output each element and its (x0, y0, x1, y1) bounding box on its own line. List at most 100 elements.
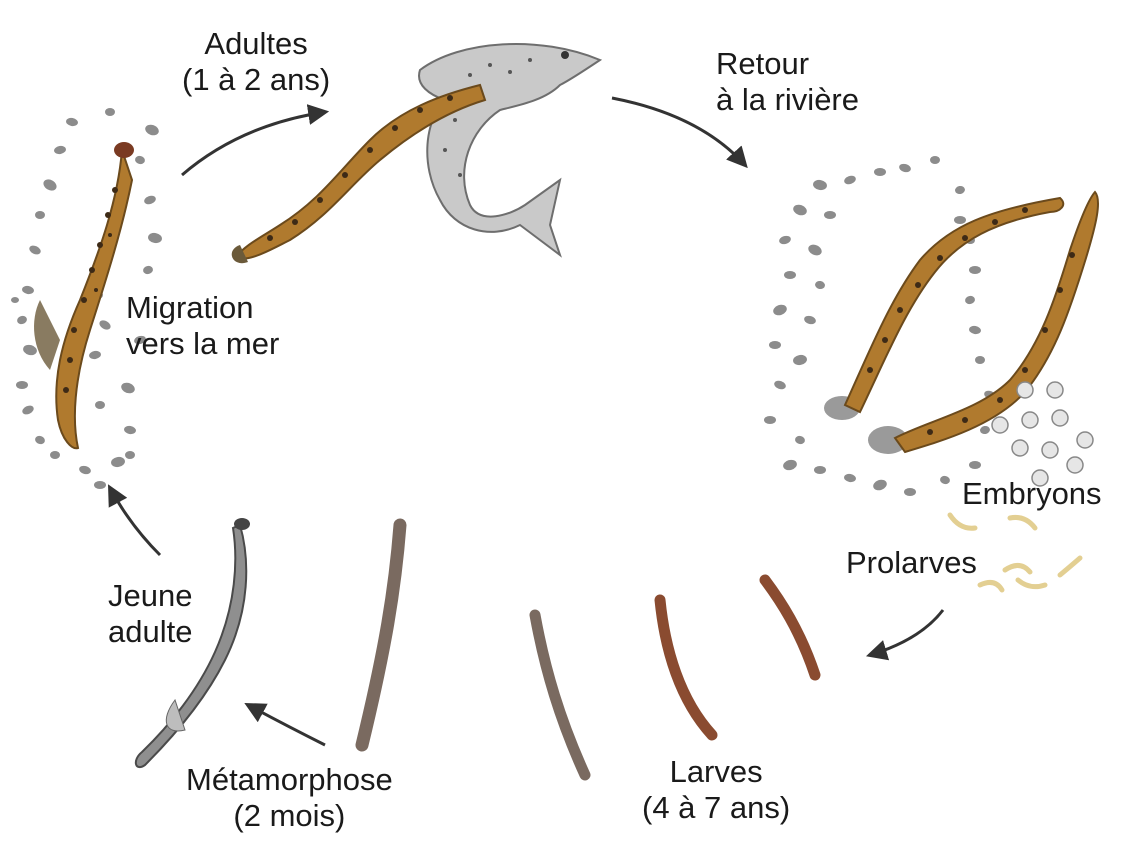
pebble (11, 297, 19, 303)
pebble (21, 404, 35, 416)
pebble (964, 295, 976, 305)
pebble (34, 435, 46, 446)
pebble (904, 488, 916, 496)
arrow-to-adult (182, 112, 325, 175)
label-metamorphose: Métamorphose (2 mois) (186, 762, 393, 834)
pebble (874, 168, 886, 176)
larva-3 (535, 615, 585, 775)
pebble (53, 145, 66, 155)
pebble (120, 381, 137, 395)
pebble (843, 174, 857, 186)
pebble (969, 266, 981, 274)
pebble (144, 123, 161, 137)
label-retour-line2: à la rivière (716, 82, 859, 118)
pebble (21, 285, 34, 295)
embryo-egg (1012, 440, 1028, 456)
pebble (95, 401, 105, 409)
pebble (969, 461, 981, 469)
embryo-egg (1042, 442, 1058, 458)
pebble (125, 451, 135, 459)
embryo-egg (992, 417, 1008, 433)
pebble (88, 350, 101, 360)
pebble (898, 163, 912, 174)
pebble (78, 465, 92, 476)
pebble (764, 416, 776, 424)
pebble (814, 280, 825, 290)
label-embryons: Embryons (962, 476, 1102, 512)
pebble (142, 265, 154, 275)
pebble (98, 319, 112, 332)
label-migration-line1: Migration (126, 290, 279, 326)
host-trout (419, 44, 600, 255)
embryo-egg (1067, 457, 1083, 473)
pebble (812, 179, 828, 191)
label-retour: Retour à la rivière (716, 46, 859, 118)
embryo-egg (1047, 382, 1063, 398)
pebble (794, 435, 806, 445)
pebble (143, 194, 157, 206)
label-larves: Larves (4 à 7 ans) (642, 754, 790, 826)
label-prolarves-line1: Prolarves (846, 545, 977, 581)
pebble (105, 108, 115, 116)
pebble (792, 203, 809, 217)
cycle-arrows (110, 98, 943, 745)
pebble (954, 216, 966, 224)
label-retour-line1: Retour (716, 46, 859, 82)
pebble (792, 354, 808, 366)
embryo-egg (1052, 410, 1068, 426)
pebble (807, 243, 824, 258)
pebble (772, 303, 789, 317)
label-migration-line2: vers la mer (126, 326, 279, 362)
pebble (939, 475, 951, 485)
pebble (123, 425, 136, 435)
label-prolarves: Prolarves (846, 545, 977, 581)
label-adultes-line1: Adultes (182, 26, 330, 62)
pebble (110, 456, 126, 468)
pebble (147, 232, 163, 244)
pebble (35, 211, 45, 219)
pebble (28, 244, 42, 256)
pebble (50, 451, 60, 459)
label-metamorphose-line2: (2 mois) (186, 798, 393, 834)
pebble (769, 341, 781, 349)
pebble (979, 425, 990, 435)
pebble (968, 325, 981, 335)
label-embryons-line1: Embryons (962, 476, 1102, 512)
pebble (773, 379, 787, 391)
label-larves-line1: Larves (642, 754, 790, 790)
label-adultes-line2: (1 à 2 ans) (182, 62, 330, 98)
label-larves-line2: (4 à 7 ans) (642, 790, 790, 826)
pebble (778, 235, 792, 246)
larva-4 (362, 525, 400, 745)
larva-1 (765, 580, 815, 675)
pebble (134, 155, 146, 165)
arrow-to-migration (110, 488, 160, 555)
pebble (954, 185, 965, 195)
label-metamorphose-line1: Métamorphose (186, 762, 393, 798)
pebble (784, 271, 796, 279)
larva-2 (660, 600, 712, 735)
label-jeune-adulte: Jeune adulte (108, 578, 192, 650)
arrow-to-larvae (870, 610, 943, 655)
label-jeune-line2: adulte (108, 614, 192, 650)
embryo-egg (1017, 382, 1033, 398)
pebble (41, 177, 58, 193)
pebble (94, 481, 106, 489)
pebble (814, 466, 826, 474)
pebble (975, 356, 985, 364)
embryo-egg (1077, 432, 1093, 448)
label-jeune-line1: Jeune (108, 578, 192, 614)
pebble (872, 478, 889, 492)
pebble (803, 315, 817, 326)
pebble (843, 473, 856, 483)
label-adultes: Adultes (1 à 2 ans) (182, 26, 330, 98)
pebble (16, 381, 28, 389)
pebble (65, 117, 78, 127)
pebble (782, 458, 798, 471)
pebble (824, 211, 836, 219)
label-migration: Migration vers la mer (126, 290, 279, 362)
embryo-egg (1022, 412, 1038, 428)
arrow-to-juvenile (248, 705, 325, 745)
